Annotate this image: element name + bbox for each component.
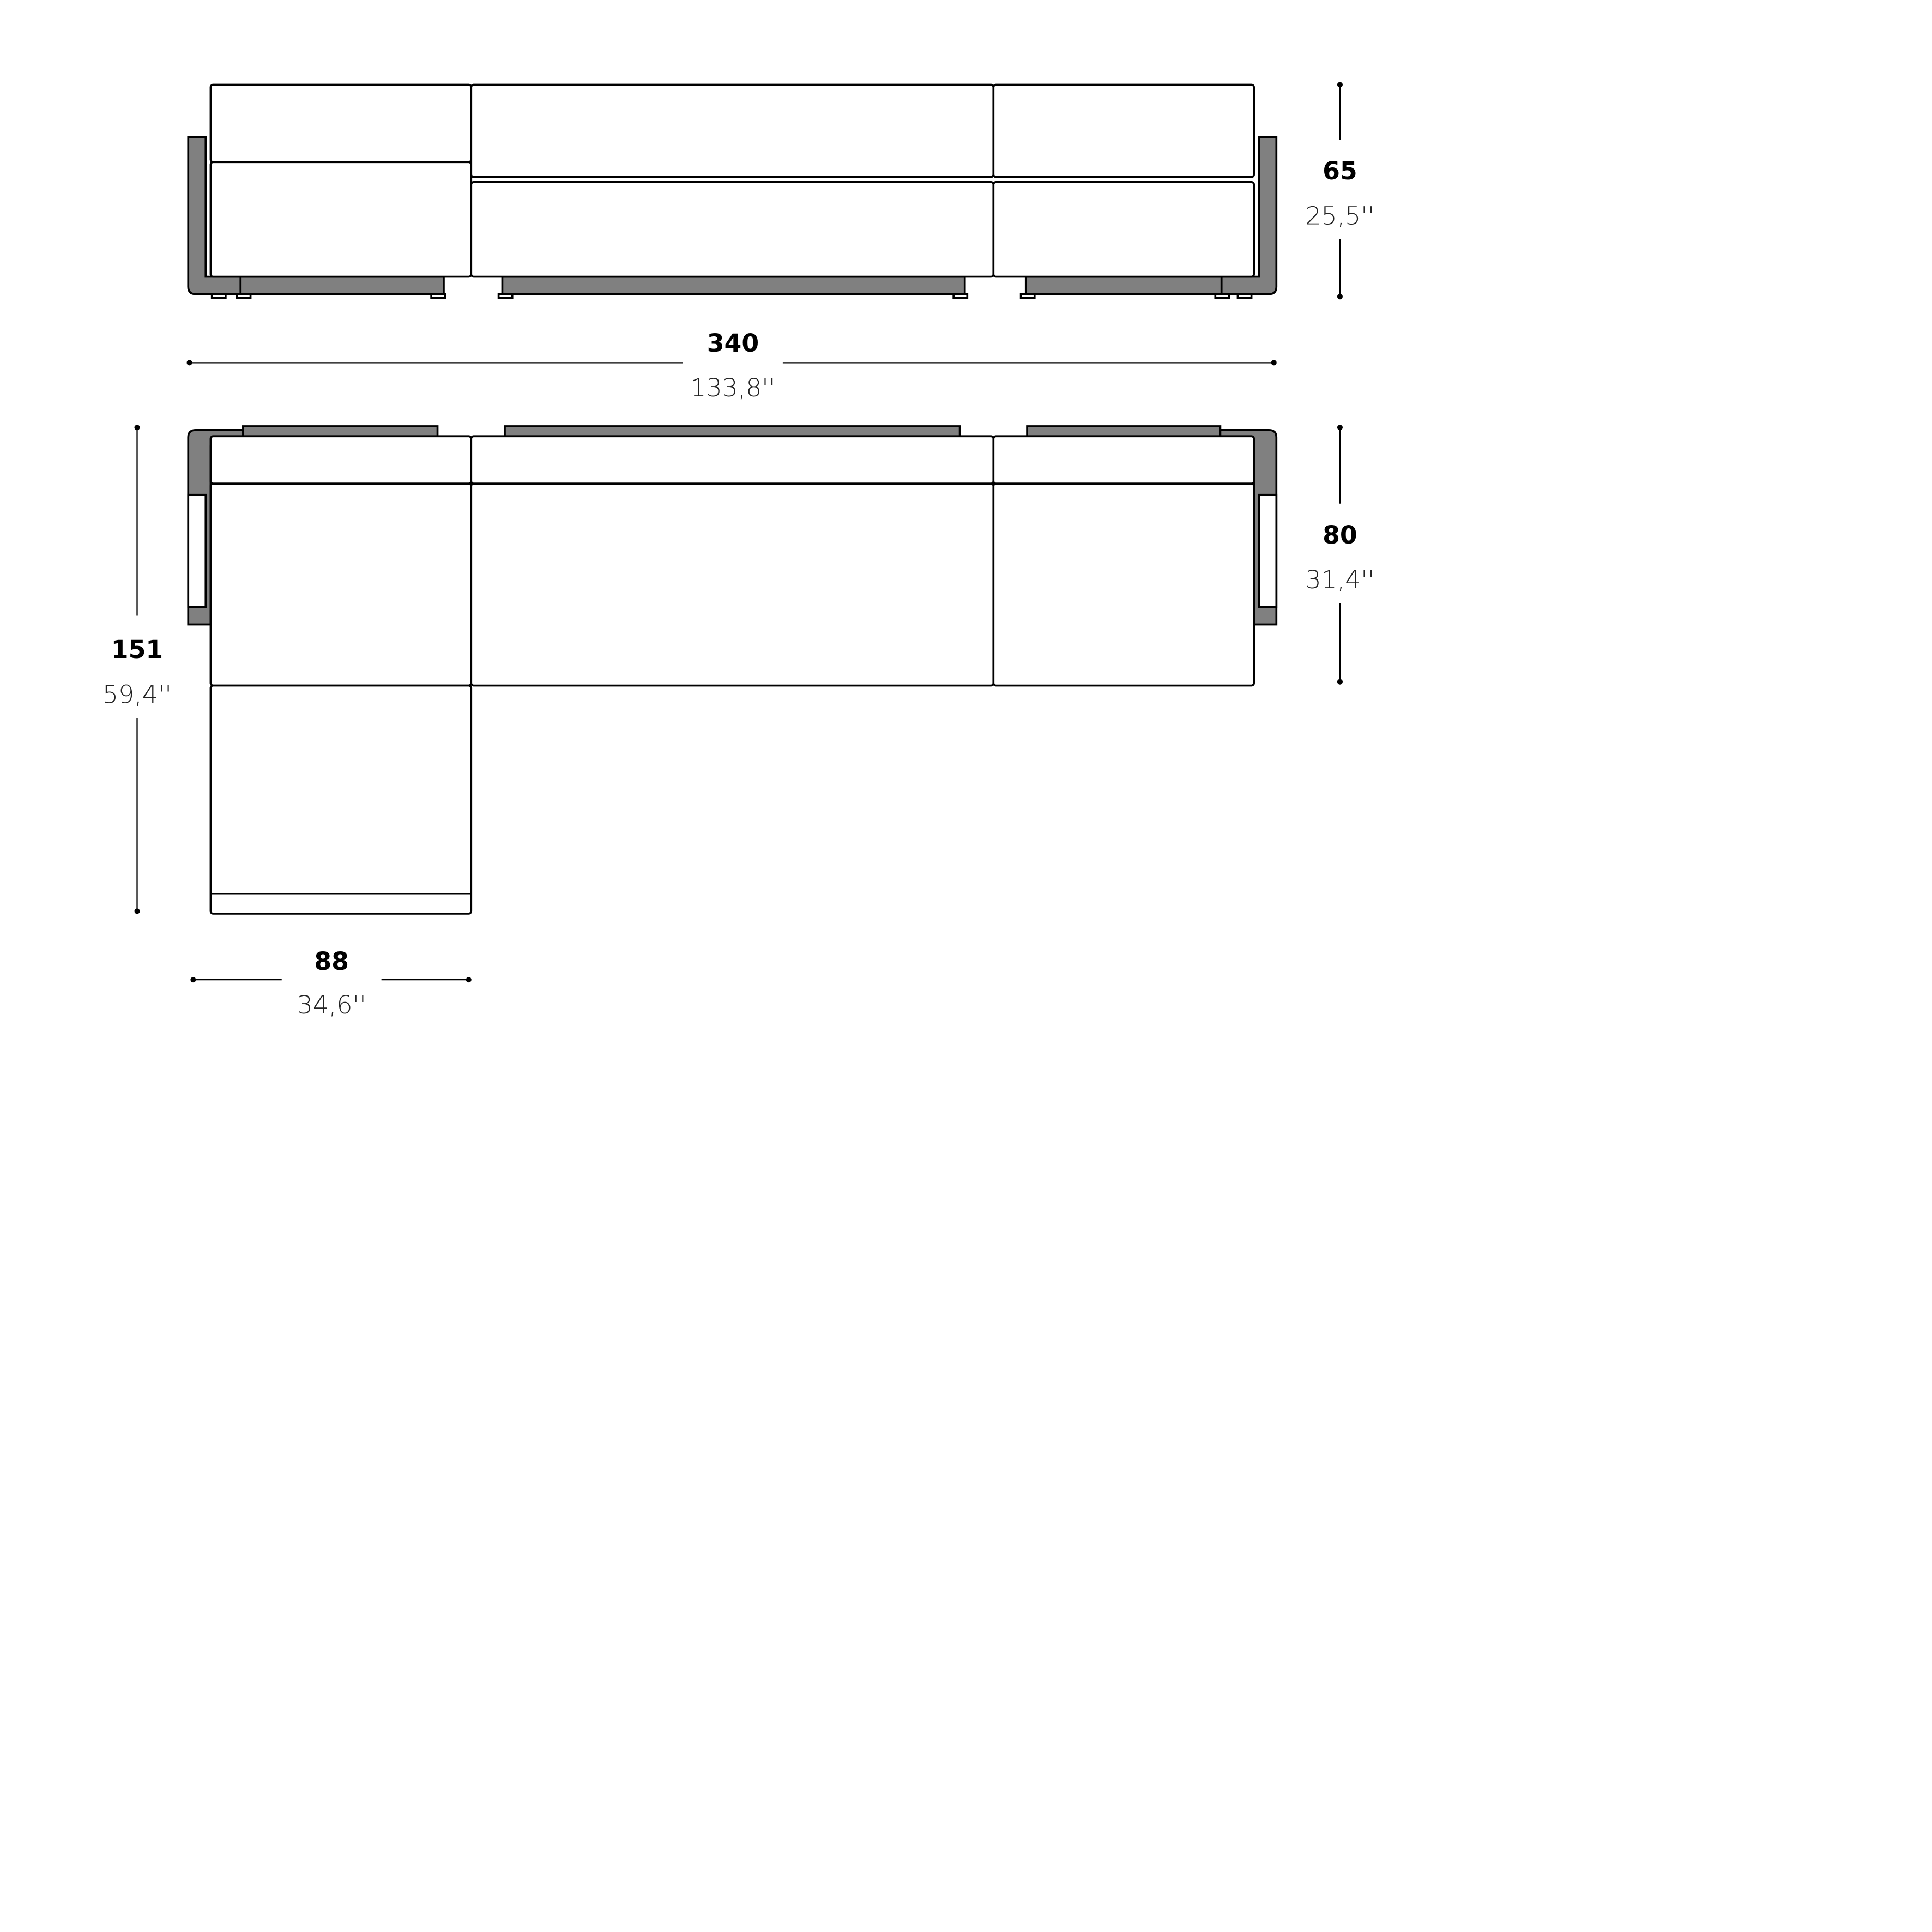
dimension-total-depth: 151 59,4'' — [102, 425, 172, 914]
back-cushion-right — [992, 83, 1255, 178]
chaise-cushion — [209, 684, 473, 915]
top-back-right — [992, 435, 1255, 485]
dimension-height: 65 25,5'' — [1305, 82, 1374, 300]
seat-cushion-left — [209, 161, 473, 278]
left-arm-gap — [187, 493, 207, 608]
top-view — [187, 425, 1278, 915]
chaise-width-inch: 34,6'' — [297, 991, 366, 1019]
seat-depth-inch: 31,4'' — [1305, 565, 1374, 594]
dimension-width: 340 133,8'' — [186, 329, 1277, 402]
seat-cushion-right — [992, 180, 1255, 278]
front-view — [187, 83, 1278, 299]
top-back-left — [209, 435, 473, 485]
feet — [210, 293, 1253, 299]
height-inch: 25,5'' — [1305, 202, 1374, 231]
base-middle — [501, 275, 966, 295]
seat-depth-cm: 80 — [1323, 521, 1357, 550]
dimension-seat-depth: 80 31,4'' — [1305, 425, 1374, 685]
base-left — [239, 275, 445, 295]
top-seat-right — [992, 482, 1255, 687]
back-cushion-middle — [470, 83, 995, 178]
seat-cushion-middle — [470, 180, 995, 278]
top-back-middle — [470, 435, 995, 485]
top-seat-left — [209, 482, 473, 687]
width-inch: 133,8'' — [690, 373, 775, 402]
back-cushion-left — [209, 83, 473, 164]
height-cm: 65 — [1323, 156, 1357, 185]
chaise-width-cm: 88 — [314, 947, 349, 976]
total-depth-cm: 151 — [111, 635, 163, 664]
dimension-chaise-width: 88 34,6'' — [190, 947, 472, 1019]
width-cm: 340 — [707, 329, 759, 358]
right-arm-gap — [1258, 493, 1278, 608]
base-right — [1024, 275, 1223, 295]
top-seat-middle — [470, 482, 995, 687]
total-depth-inch: 59,4'' — [102, 680, 172, 709]
